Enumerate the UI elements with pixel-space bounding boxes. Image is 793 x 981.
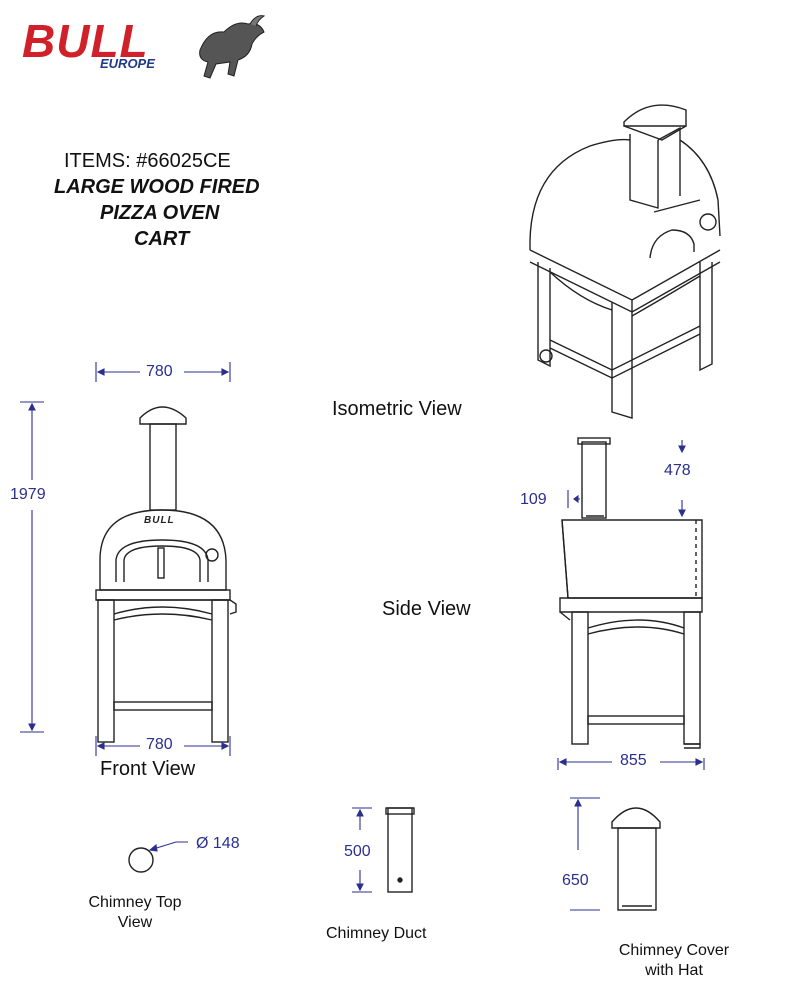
- brand-logo: BULL EUROPE: [20, 14, 270, 84]
- bull-icon: [199, 15, 266, 79]
- label-chimney-cover-line-2: with Hat: [645, 962, 703, 979]
- dim-front-bottom-width: 780: [146, 736, 173, 753]
- label-chimney-cover-line-1: Chimney Cover: [618, 942, 730, 959]
- dim-side-chimney-height: 478: [664, 462, 691, 479]
- label-chimney-cover: Chimney Cover with Hat: [604, 941, 744, 981]
- label-isometric-view: Isometric View: [332, 398, 462, 420]
- dim-side-depth: 855: [620, 752, 647, 769]
- items-line: ITEMS: #66025CE: [64, 150, 231, 172]
- dim-front-top-width: 780: [146, 363, 173, 380]
- chimney-top-circle: [128, 847, 154, 873]
- label-chimney-duct: Chimney Duct: [326, 925, 427, 942]
- label-chimney-top-line-1: Chimney Top: [88, 894, 182, 911]
- label-chimney-top-view: Chimney Top View: [80, 893, 190, 933]
- label-front-view: Front View: [100, 758, 196, 780]
- brand-name: BULL: [22, 15, 149, 67]
- front-view-drawing: [95, 406, 237, 743]
- label-chimney-top-line-2: View: [117, 914, 153, 931]
- brand-region: EUROPE: [100, 56, 155, 71]
- chimney-cover-drawing: [611, 807, 661, 911]
- label-side-view: Side View: [382, 598, 471, 620]
- front-badge: BULL: [144, 515, 175, 526]
- dim-duct-length: 500: [344, 843, 371, 860]
- dim-chimney-diameter: Ø 148: [196, 835, 240, 852]
- title-line-1: LARGE WOOD FIRED: [54, 176, 260, 198]
- dim-side-chimney-offset: 109: [520, 491, 547, 508]
- dim-cover-height: 650: [562, 872, 589, 889]
- side-view-drawing: [559, 437, 703, 749]
- dimension-lines: [20, 362, 705, 911]
- dim-front-height: 1979: [10, 486, 46, 503]
- title-line-2: PIZZA OVEN: [100, 202, 220, 224]
- isometric-oven-drawing: [529, 104, 721, 419]
- title-line-3: CART: [134, 228, 190, 250]
- chimney-duct-drawing: [385, 807, 415, 893]
